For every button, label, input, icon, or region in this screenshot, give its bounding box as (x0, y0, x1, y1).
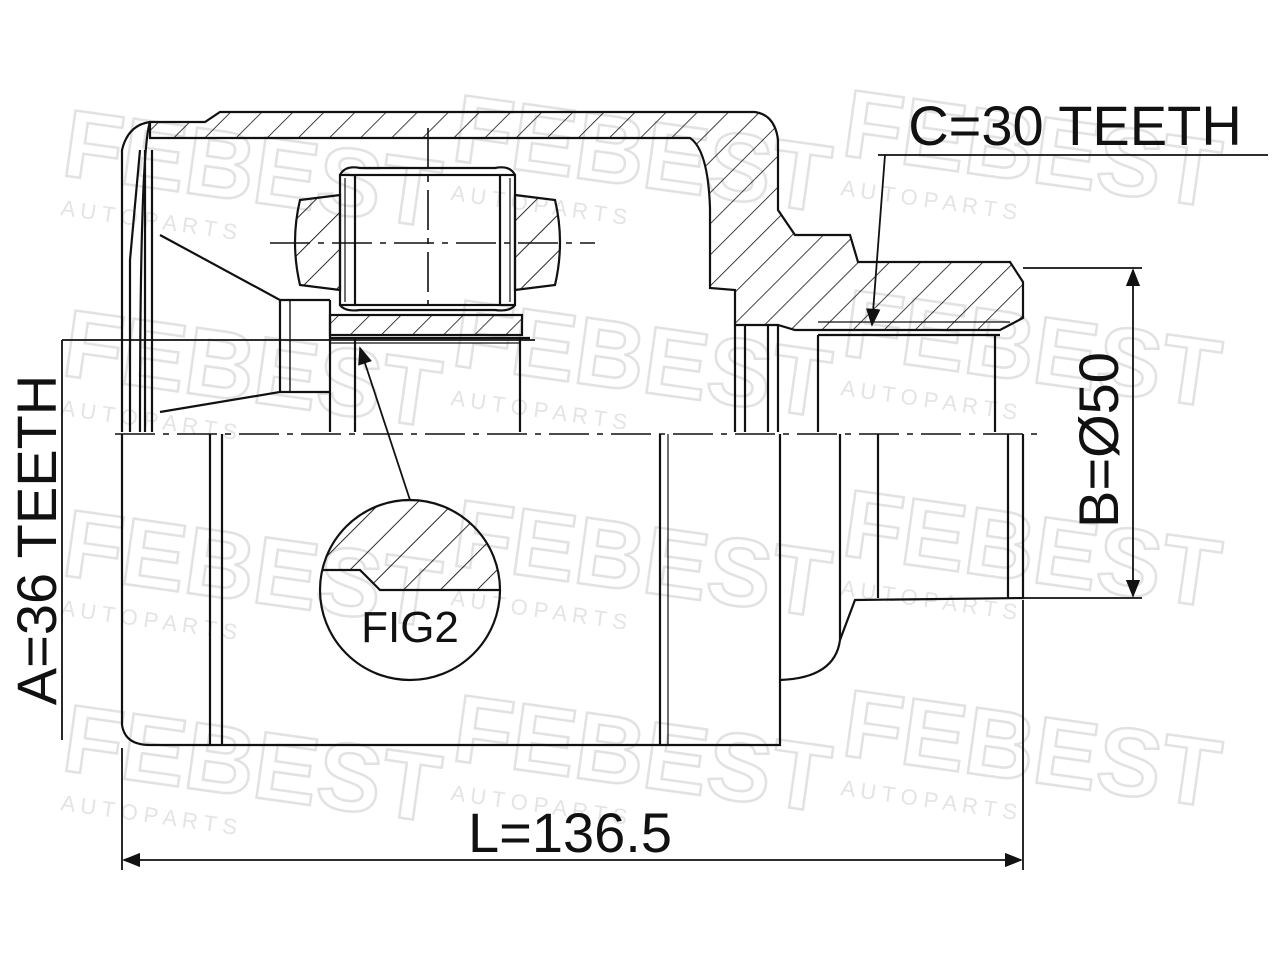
label-a-teeth: A=36 TEETH (5, 375, 68, 705)
watermark-4: FEBEST A U T O P A R T S (56, 289, 448, 450)
housing-exterior (120, 434, 1025, 747)
fig2-label: FIG2 (361, 603, 459, 652)
label-b-diameter: B=Ø50 (1067, 352, 1130, 528)
watermark-10: FEBEST A U T O P A R T S (56, 684, 448, 845)
dim-a (61, 339, 535, 740)
label-length: L=136.5 (468, 801, 672, 864)
watermark-12: FEBEST A U T O P A R T S (836, 669, 1228, 830)
boot-end (120, 120, 332, 433)
roller-bearing (293, 166, 562, 432)
watermark-9: FEBEST A U T O P A R T S (836, 469, 1228, 630)
housing-section (148, 110, 1025, 432)
watermark-group: FEBEST A U T O P A R T S FEBEST A U T O … (56, 69, 1228, 845)
fig2-detail: FIG2 (318, 346, 502, 682)
label-c-teeth: C=30 TEETH (908, 94, 1242, 157)
dim-b (1023, 267, 1142, 599)
watermark-8: FEBEST A U T O P A R T S (446, 479, 838, 640)
dim-l (121, 600, 1024, 870)
center-lines (115, 128, 1040, 435)
dim-c (866, 154, 1268, 327)
watermark-3: FEBEST A U T O P A R T S (836, 69, 1228, 230)
fig2-leader (358, 346, 411, 501)
